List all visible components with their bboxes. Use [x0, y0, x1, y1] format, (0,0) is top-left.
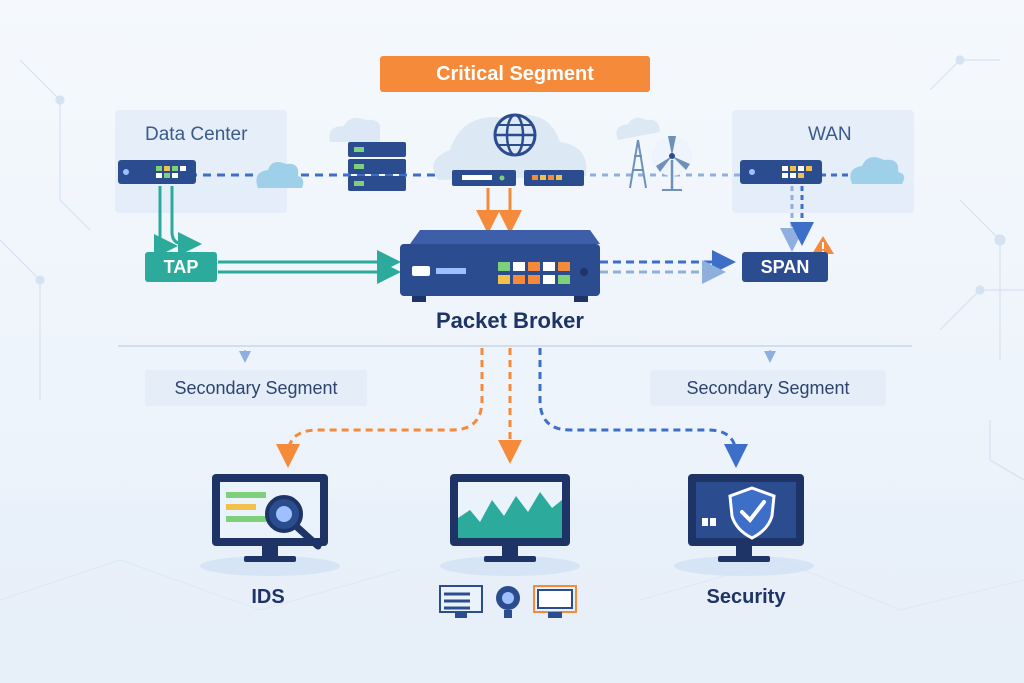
chart-icon — [458, 492, 562, 538]
span-box: SPAN — [742, 252, 828, 282]
secondary-segment-left: Secondary Segment — [145, 370, 367, 406]
security-label: Security — [706, 586, 786, 608]
wan-label: WAN — [808, 124, 852, 145]
magnifier-icon — [265, 495, 322, 550]
security-monitor — [674, 474, 814, 576]
ids-monitor — [200, 474, 340, 576]
ids-label: IDS — [251, 586, 285, 608]
globe-icon — [433, 113, 587, 180]
shield-check-icon — [728, 486, 776, 540]
critical-segment-banner: Critical Segment — [380, 56, 650, 92]
data-center-label: Data Center — [145, 124, 248, 145]
router-icon — [452, 170, 584, 186]
cloud-icon — [256, 162, 304, 188]
packet-broker-device — [400, 230, 600, 302]
wind-turbine-icon — [652, 136, 692, 191]
wan-panel — [732, 110, 914, 213]
tool-icons-row — [439, 585, 577, 618]
server-rack-icon — [329, 118, 406, 191]
tower-icon — [616, 117, 660, 189]
data-center-panel — [115, 110, 287, 213]
packet-broker-label: Packet Broker — [436, 308, 584, 333]
cloud-icon — [850, 157, 905, 184]
analytics-monitor — [440, 474, 580, 576]
secondary-segment-right: Secondary Segment — [650, 370, 886, 406]
router-icon — [740, 160, 822, 184]
tap-box: TAP — [145, 252, 217, 282]
router-icon — [118, 160, 196, 184]
